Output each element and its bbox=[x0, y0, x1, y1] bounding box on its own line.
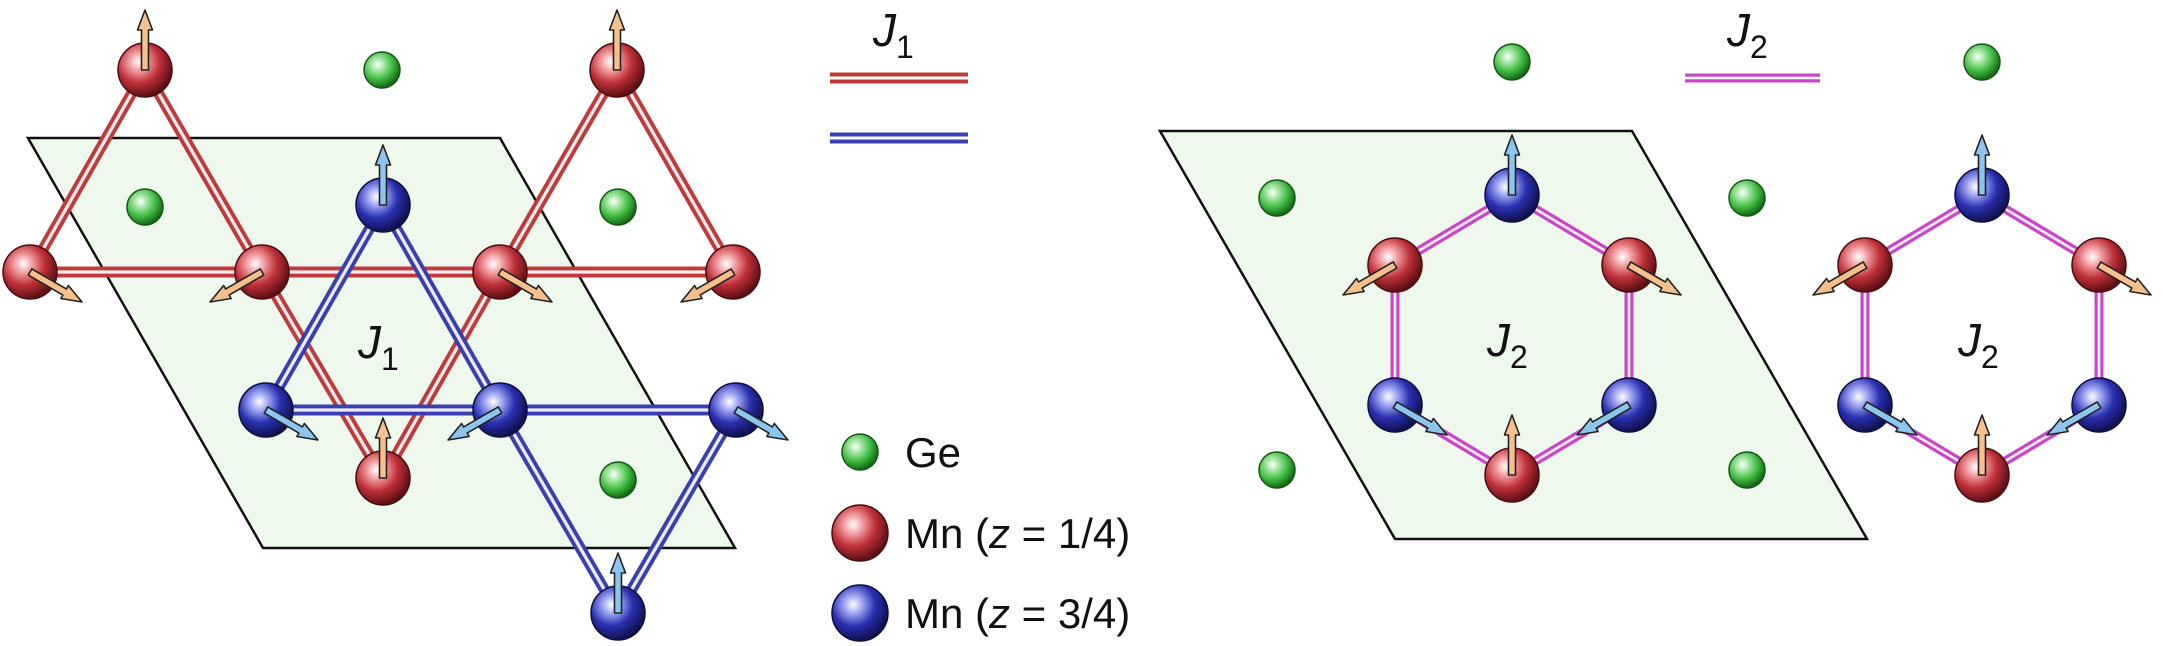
spin-arrow-icon bbox=[1342, 261, 1398, 296]
mn-atom-z34 bbox=[2046, 377, 2127, 436]
mn-atom-z34 bbox=[447, 382, 528, 441]
mn-z34-legend-label: Mn (z = 3/4) bbox=[905, 590, 1130, 637]
mn-z14-legend-label: Mn (z = 1/4) bbox=[905, 510, 1130, 557]
mn-atom-z34 bbox=[1484, 134, 1540, 223]
spin-arrow-icon bbox=[1503, 134, 1521, 196]
j1-bond-mn-z34 bbox=[260, 199, 389, 416]
spin-arrow-icon bbox=[374, 417, 392, 479]
ge-atom bbox=[363, 51, 401, 89]
unit-cell-right bbox=[1157, 129, 1870, 541]
ge-atom bbox=[1258, 451, 1296, 489]
j1-bond-mn-z34 bbox=[494, 404, 624, 619]
spin-arrow-icon bbox=[1973, 134, 1991, 196]
spin-arrow-icon bbox=[2096, 261, 2152, 296]
mn-z14-legend-swatch bbox=[831, 504, 889, 562]
ge-atom bbox=[1963, 43, 2001, 81]
mn-atom-z14 bbox=[2, 244, 83, 303]
spin-arrow-icon bbox=[263, 406, 319, 441]
mn-z34-legend-swatch bbox=[831, 584, 889, 642]
mn-atom-z14 bbox=[1342, 237, 1423, 296]
mn-atom-z14 bbox=[1601, 237, 1682, 296]
j1-bonds-mn-z14 bbox=[24, 64, 739, 484]
ge-atom bbox=[599, 188, 637, 226]
j1-bond-mn-z14 bbox=[139, 64, 268, 278]
spin-arrow-icon bbox=[1392, 401, 1448, 436]
spin-arrow-icon bbox=[209, 268, 265, 303]
spin-arrow-icon bbox=[1503, 414, 1521, 476]
mn-atom-z34 bbox=[1367, 377, 1448, 436]
ge-atoms bbox=[126, 43, 2001, 499]
ge-legend-swatch bbox=[841, 433, 879, 471]
spin-arrow-icon bbox=[2046, 401, 2102, 436]
spin-arrow-icon bbox=[447, 406, 503, 441]
j1-bond-mn-z14 bbox=[611, 64, 739, 278]
mn-atom-z14 bbox=[2071, 237, 2152, 296]
j2-label-hexagon-right: J2 bbox=[1957, 314, 1999, 375]
spin-arrow-icon bbox=[733, 406, 789, 441]
spin-arrow-icon bbox=[374, 144, 392, 206]
spin-arrow-icon bbox=[608, 9, 626, 71]
mn-atom-z34 bbox=[1576, 377, 1657, 436]
mn-atom-z14 bbox=[472, 244, 553, 303]
j1-label-legend: J1 bbox=[872, 4, 914, 65]
mn-atom-z34 bbox=[708, 382, 789, 441]
mn-atom-z34 bbox=[238, 382, 319, 441]
unit-cells bbox=[25, 129, 1870, 550]
j1-bond-mn-z14 bbox=[494, 64, 623, 278]
mn-atom-z14 bbox=[117, 9, 173, 98]
ge-atom bbox=[599, 461, 637, 499]
mn-atom-z14 bbox=[1812, 237, 1893, 296]
ge-atom bbox=[1493, 43, 1531, 81]
j1-bond-mn-z34 bbox=[612, 404, 742, 619]
ge-legend-label: Ge bbox=[905, 429, 961, 476]
atom-legend: Ge Mn (z = 1/4) Mn (z = 3/4) bbox=[831, 429, 1130, 642]
mn-atom-z14 bbox=[1484, 414, 1540, 503]
mn-atom-z34 bbox=[590, 552, 646, 641]
j1-bond-mn-z34 bbox=[377, 199, 506, 416]
spin-arrow-icon bbox=[136, 9, 154, 71]
mn-atom-z14 bbox=[589, 9, 645, 98]
j2-label-legend: J2 bbox=[1726, 4, 1768, 65]
ge-atom bbox=[1728, 451, 1766, 489]
spin-arrow-icon bbox=[1973, 414, 1991, 476]
spin-arrow-icon bbox=[1626, 261, 1682, 296]
bond-legend bbox=[830, 72, 1820, 144]
mn-atom-z14 bbox=[680, 244, 761, 303]
j1-label-lattice: J1 bbox=[357, 316, 399, 377]
mn-atom-z34 bbox=[1954, 134, 2010, 223]
mn-atom-z14 bbox=[1954, 414, 2010, 503]
mn-atom-z34 bbox=[355, 144, 411, 233]
spin-arrow-icon bbox=[27, 268, 83, 303]
spin-arrow-icon bbox=[1576, 401, 1632, 436]
ge-atom bbox=[1728, 179, 1766, 217]
mn-atom-z14 bbox=[355, 417, 411, 506]
j1-bonds-mn-z34 bbox=[260, 199, 742, 619]
mn-atoms bbox=[2, 9, 2152, 641]
j2-label-hexagon-left: J2 bbox=[1486, 314, 1528, 375]
j1-bond-mn-z14 bbox=[256, 266, 389, 484]
ge-atom bbox=[126, 188, 164, 226]
spin-arrow-icon bbox=[680, 268, 736, 303]
j1-bond-mn-z14 bbox=[377, 266, 506, 484]
spin-arrow-icon bbox=[1862, 401, 1918, 436]
ge-atom bbox=[1258, 179, 1296, 217]
mn-atom-z34 bbox=[1837, 377, 1918, 436]
spin-arrow-icon bbox=[1812, 261, 1868, 296]
spin-arrow-icon bbox=[497, 268, 553, 303]
spin-arrow-icon bbox=[609, 552, 627, 614]
j1-bond-mn-z14 bbox=[24, 64, 151, 278]
unit-cell-left bbox=[25, 136, 738, 550]
mn-atom-z14 bbox=[209, 244, 290, 303]
